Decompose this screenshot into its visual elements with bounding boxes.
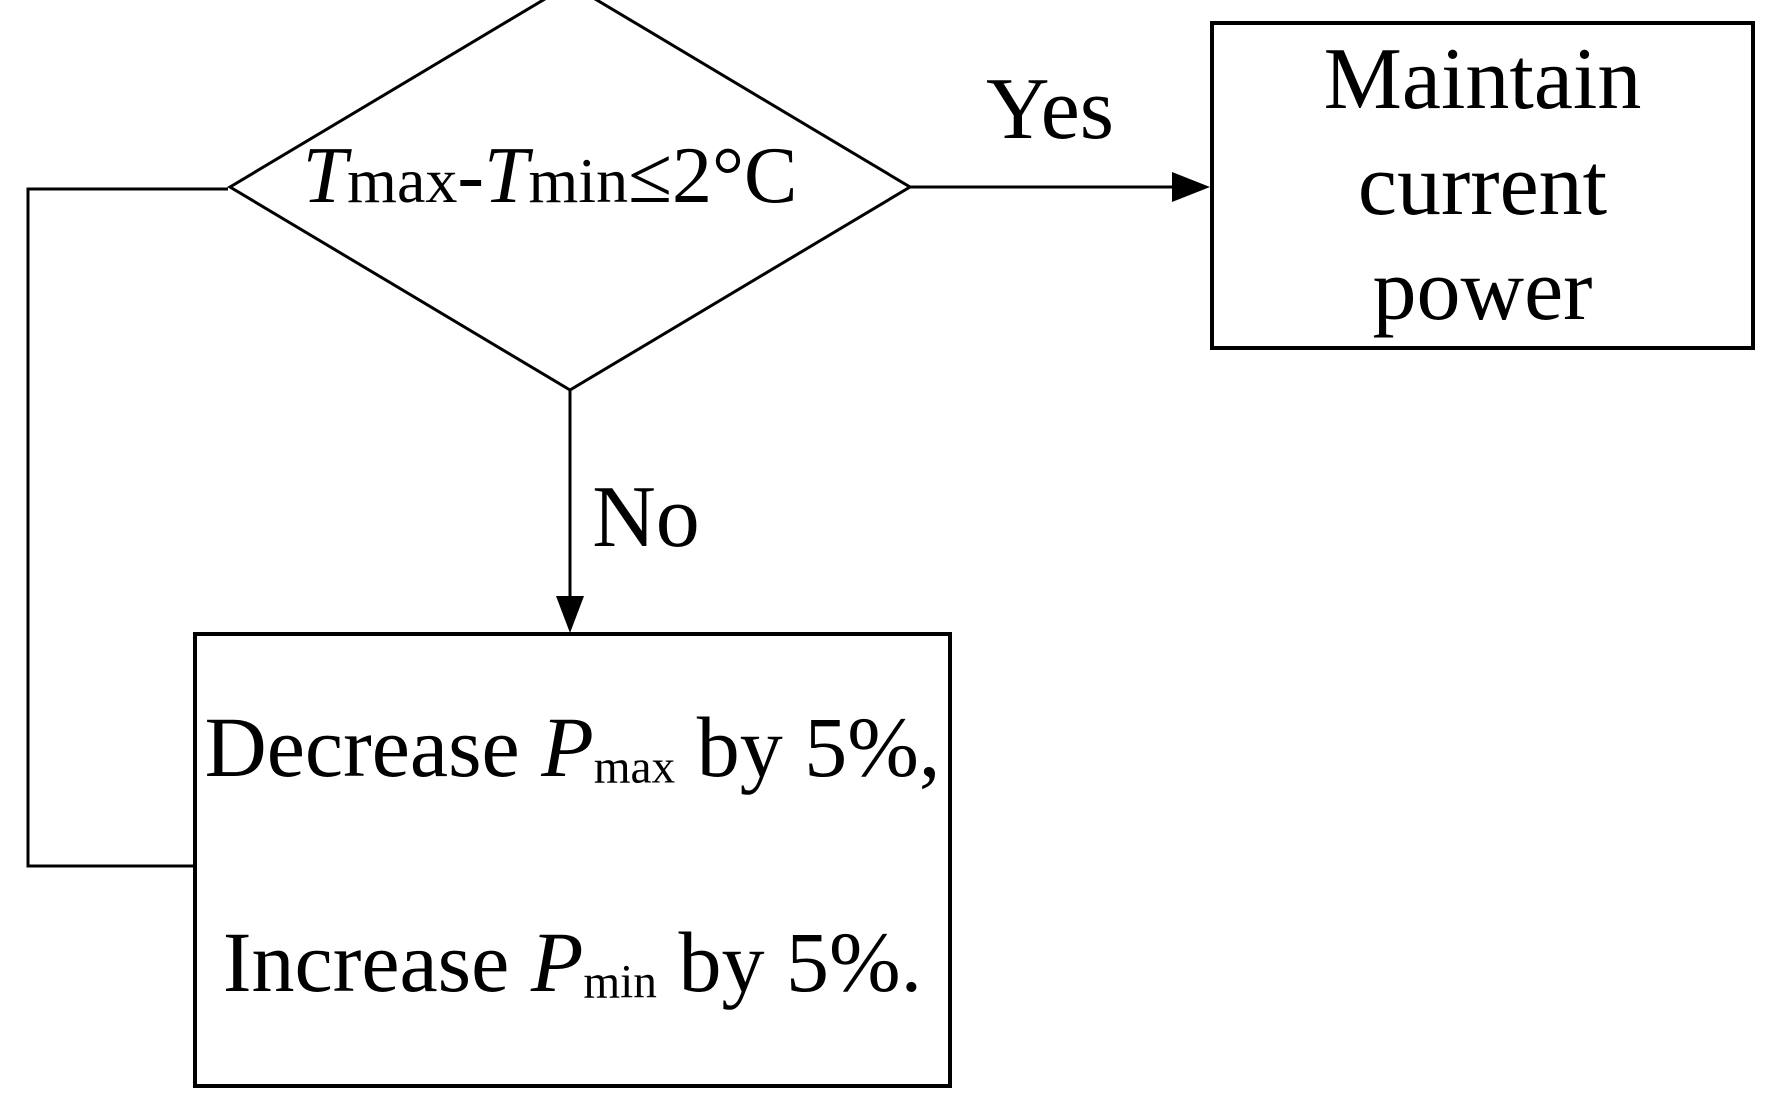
relation-operator: ≤ <box>628 132 672 220</box>
maintain-power-box: Maintain current power <box>1210 21 1755 350</box>
yes-branch-label: Yes <box>915 58 1185 162</box>
maintain-line-2: current <box>1357 136 1608 234</box>
decrease-prefix: Decrease <box>204 699 542 795</box>
tmax-subscript: max <box>347 145 458 216</box>
tmin-variable: T <box>484 132 529 220</box>
feedback-loop-line <box>26 187 228 868</box>
no-branch-label: No <box>586 468 706 568</box>
maintain-line-3: power <box>1372 242 1593 340</box>
pmin-variable: P <box>530 913 584 1010</box>
pmax-variable: P <box>541 699 594 795</box>
yes-text: Yes <box>985 61 1115 158</box>
tmax-variable: T <box>302 132 348 220</box>
decrease-pmax-line: Decrease Pmax by 5%, <box>205 700 941 795</box>
pmin-subscript: min <box>583 956 657 1009</box>
increase-pmin-line: Increase Pmin by 5%. <box>222 913 923 1010</box>
increase-suffix: by 5%. <box>656 913 923 1010</box>
pmax-subscript: max <box>593 741 676 794</box>
minus-operator: - <box>457 132 484 220</box>
adjust-power-box: Decrease Pmax by 5%, Increase Pmin by 5%… <box>193 632 952 1088</box>
threshold-value: 2 <box>671 132 712 220</box>
decrease-suffix: by 5%, <box>675 699 941 795</box>
no-text: No <box>592 469 700 566</box>
unit-celsius: °C <box>711 132 798 220</box>
maintain-line-1: Maintain <box>1323 31 1642 129</box>
increase-prefix: Increase <box>222 913 531 1010</box>
no-arrowhead-icon <box>556 596 584 633</box>
tmin-subscript: min <box>528 145 629 216</box>
yes-arrowhead-icon <box>1172 172 1210 202</box>
